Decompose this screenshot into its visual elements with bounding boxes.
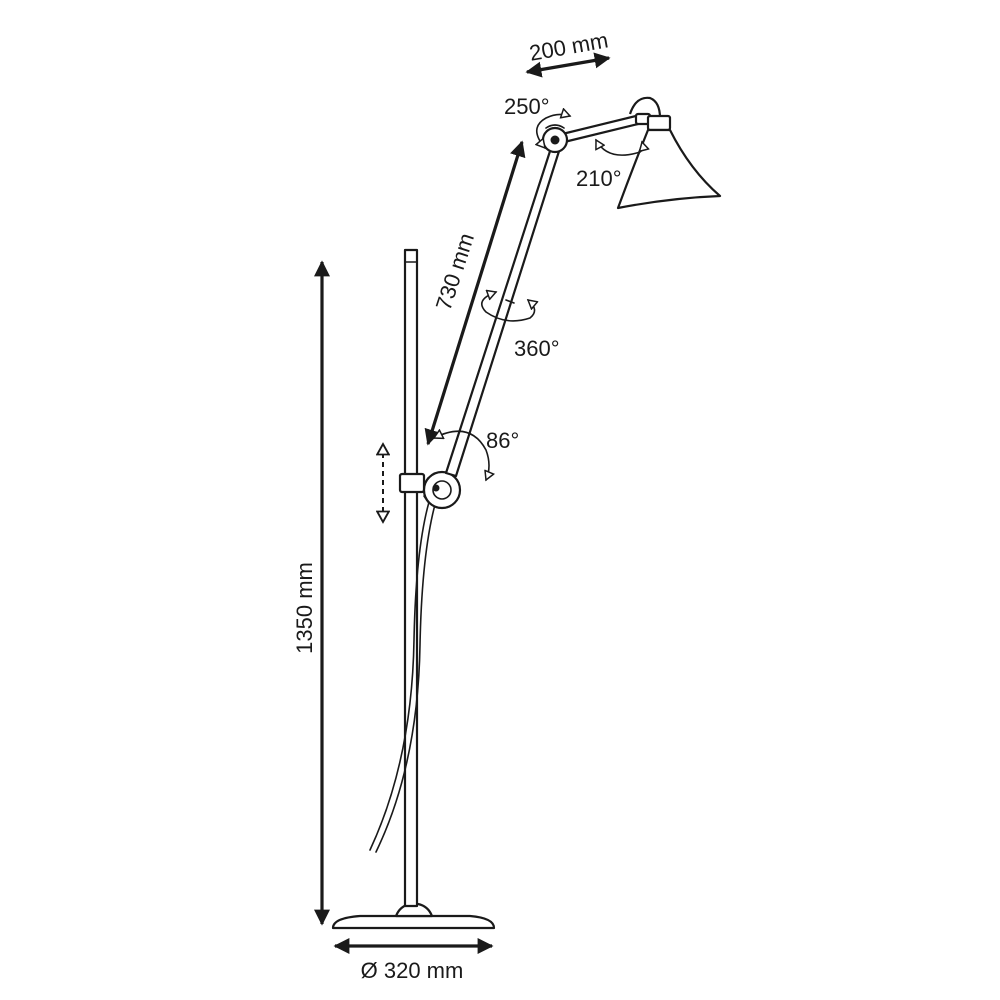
label-angle-elbow: 86° [486, 428, 519, 453]
lamp-base [331, 902, 496, 930]
power-cable [369, 491, 439, 853]
rotation-arrow-elbow [434, 431, 489, 480]
dimension-lower-arm [424, 140, 526, 446]
rotation-arrow-shade [596, 140, 643, 156]
label-height: 1350 mm [292, 562, 317, 654]
dimension-upper-arm [525, 52, 611, 78]
lamp-elbow-joint [541, 124, 569, 154]
rotation-arrow-arm [480, 292, 535, 322]
rotation-arrow-shoulder [537, 114, 570, 148]
lamp-pole [403, 248, 419, 908]
label-angle-shade: 210° [576, 166, 622, 191]
label-angle-shoulder: 250° [504, 94, 550, 119]
lamp-lower-arm [444, 143, 562, 478]
lamp-shade [616, 96, 722, 210]
label-angle-rotation: 360° [514, 336, 560, 361]
label-base: Ø 320 mm [361, 958, 464, 983]
